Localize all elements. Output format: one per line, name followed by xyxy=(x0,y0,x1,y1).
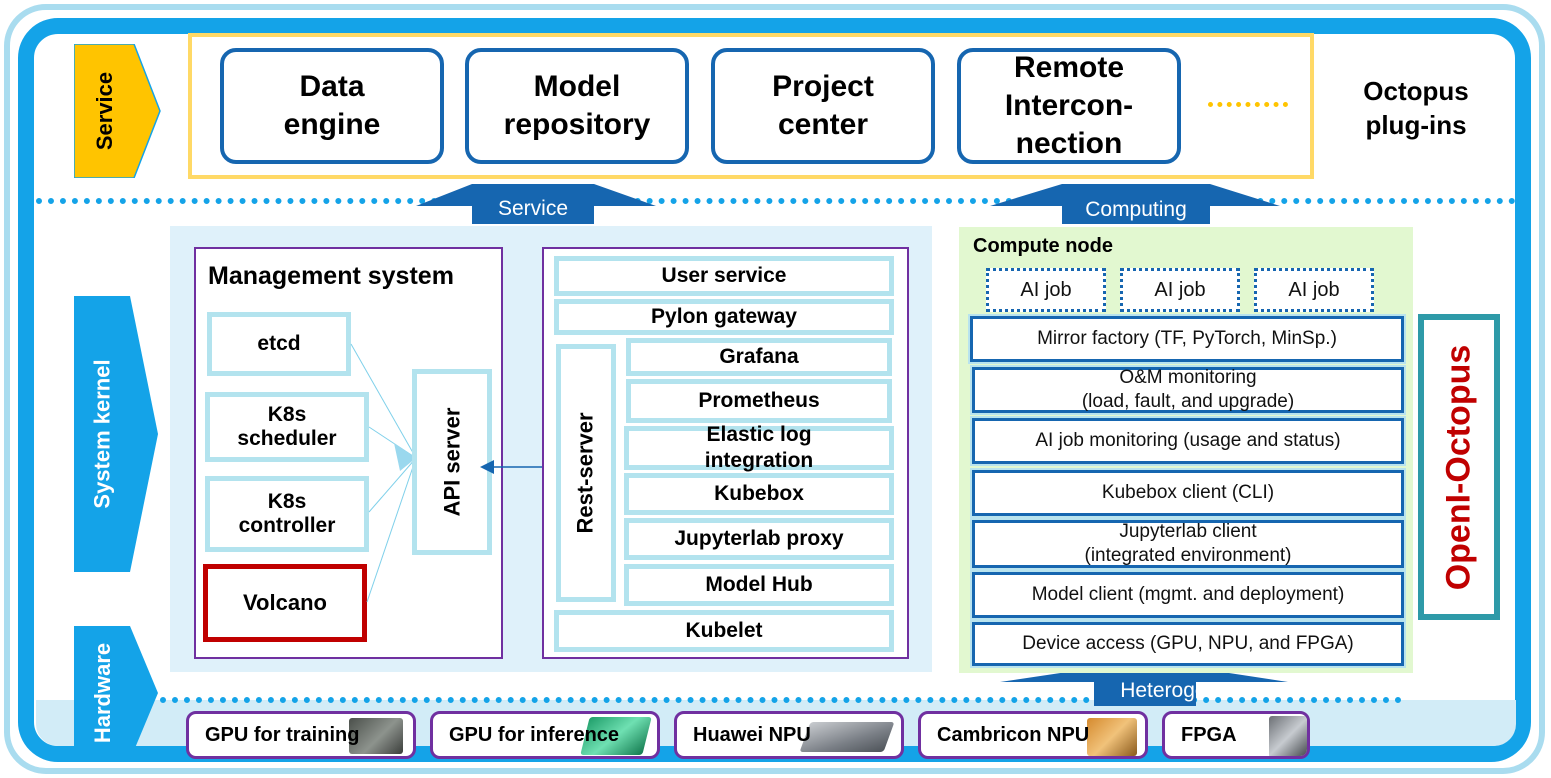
service-layer-frame xyxy=(188,33,1314,179)
outer-frame xyxy=(4,4,1545,774)
service-layer-arrow xyxy=(74,44,161,178)
volcano-box: Volcano xyxy=(203,564,367,642)
fpga-box: FPGA xyxy=(1162,711,1310,759)
etcd-box: etcd xyxy=(207,312,351,376)
system-kernel-label: System kernel xyxy=(90,359,116,509)
openi-octopus-frame: OpenI-Octopus xyxy=(1418,314,1500,620)
model-repository-box: Model repository xyxy=(465,48,689,164)
huawei-npu-box: Huawei NPU xyxy=(674,711,904,759)
jupyterlab-client-box: Jupyterlab client (integrated environmen… xyxy=(970,518,1406,570)
model-hub-box: Model Hub xyxy=(624,564,894,606)
remote-interconnection-box: Remote Intercon- nection xyxy=(957,48,1181,164)
npu-chip-icon xyxy=(1087,718,1137,756)
huawei-npu-label: Huawei NPU xyxy=(693,723,811,746)
gpu-training-label: GPU for training xyxy=(205,723,360,746)
openi-octopus-label: OpenI-Octopus xyxy=(1439,344,1478,590)
ai-job-3: AI job xyxy=(1254,268,1374,312)
fpga-chip-icon xyxy=(1269,716,1307,756)
rest-server-label: Rest-server xyxy=(573,412,599,534)
gpu-chip-icon xyxy=(349,718,403,754)
kubebox-box: Kubebox xyxy=(624,473,894,515)
om-monitoring-box: O&M monitoring (load, fault, and upgrade… xyxy=(970,365,1406,415)
kubelet-box: Kubelet xyxy=(554,610,894,652)
ai-job-2: AI job xyxy=(1120,268,1240,312)
elastic-log-box: Elastic log integration xyxy=(624,423,894,472)
npu-card-icon xyxy=(799,722,895,752)
hardware-layer-label: Hardware xyxy=(90,642,115,744)
service-separator xyxy=(36,198,1516,204)
k8s-scheduler-box: K8s scheduler xyxy=(205,392,369,462)
more-plugins-ellipsis xyxy=(1208,102,1288,107)
kubebox-client-box: Kubebox client (CLI) xyxy=(970,468,1406,518)
fpga-label: FPGA xyxy=(1181,723,1237,746)
cambricon-npu-box: Cambricon NPU xyxy=(918,711,1148,759)
management-connectors xyxy=(350,343,417,603)
hardware-layer-arrow xyxy=(74,626,158,760)
service-up-arrow xyxy=(416,184,656,224)
management-system-title: Management system xyxy=(208,262,454,290)
ai-job-1: AI job xyxy=(986,268,1106,312)
device-access-box: Device access (GPU, NPU, and FPGA) xyxy=(970,620,1406,668)
k8s-controller-box: K8s controller xyxy=(205,476,369,552)
service-layer-label: Service xyxy=(92,71,118,151)
service-arrow-label: Service xyxy=(497,197,569,220)
cambricon-npu-label: Cambricon NPU xyxy=(937,723,1090,746)
heterogeneous-up-arrow xyxy=(1000,668,1288,706)
prometheus-box: Prometheus xyxy=(626,379,892,423)
octopus-plugins-label: Octopus plug-ins xyxy=(1363,76,1469,140)
project-center-box: Project center xyxy=(711,48,935,164)
computing-arrow-label: Computing xyxy=(1085,198,1187,221)
pylon-gateway-box: Pylon gateway xyxy=(554,299,894,335)
gpu-training-box: GPU for training xyxy=(186,711,416,759)
jupyterlab-proxy-box: Jupyterlab proxy xyxy=(624,518,894,560)
user-service-box: User service xyxy=(554,256,894,296)
grafana-box: Grafana xyxy=(626,338,892,376)
compute-node-title: Compute node xyxy=(973,235,1113,257)
api-server-box: API server xyxy=(412,369,492,555)
ai-job-monitoring-box: AI job monitoring (usage and status) xyxy=(970,416,1406,466)
heterogeneous-arrow-label: Heterogeneous xyxy=(1120,679,1264,702)
api-server-label: API server xyxy=(439,407,465,517)
system-kernel-arrow xyxy=(74,296,158,572)
computing-up-arrow xyxy=(990,184,1280,224)
gpu-inference-box: GPU for inference xyxy=(430,711,660,759)
model-client-box: Model client (mgmt. and deployment) xyxy=(970,570,1406,620)
rest-server-box: Rest-server xyxy=(556,344,616,602)
data-engine-box: Data engine xyxy=(220,48,444,164)
hardware-separator xyxy=(160,697,1402,703)
gpu-inference-label: GPU for inference xyxy=(449,723,620,746)
mirror-factory-box: Mirror factory (TF, PyTorch, MinSp.) xyxy=(968,314,1406,364)
